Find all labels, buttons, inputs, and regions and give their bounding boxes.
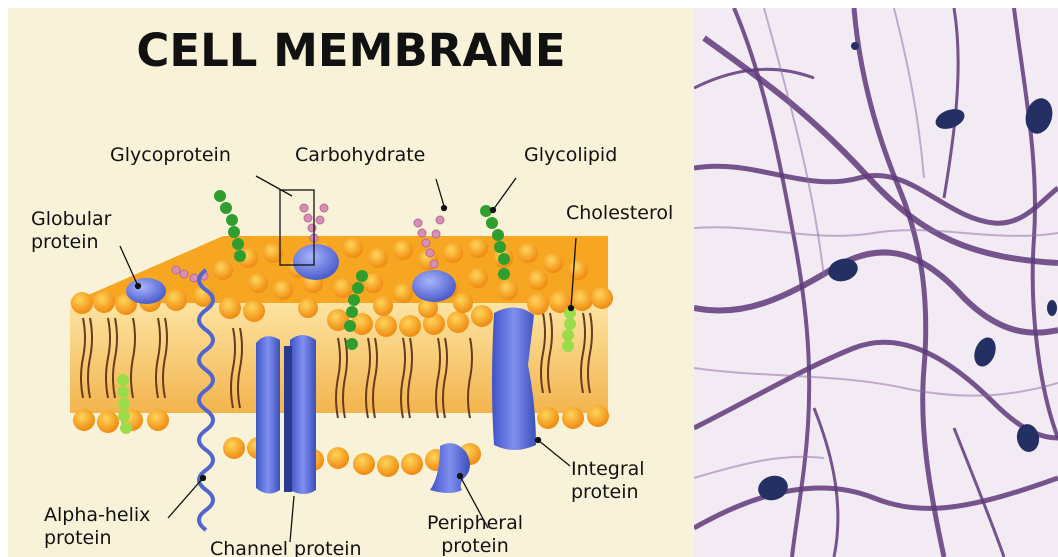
label-integral-line-2: protein bbox=[571, 481, 645, 504]
label-peripheral-line-1: Peripheral bbox=[420, 512, 530, 535]
label-integral-protein: Integral protein bbox=[571, 458, 645, 504]
diagram-panel: CELL MEMBRANE bbox=[8, 8, 694, 557]
micrograph-panel bbox=[694, 8, 1058, 557]
label-glycoprotein: Glycoprotein bbox=[110, 144, 231, 167]
label-globular-protein-line-1: Globular bbox=[31, 208, 111, 231]
label-alpha-helix-line-2: protein bbox=[44, 527, 150, 550]
glycoprotein-dome-2 bbox=[412, 270, 456, 302]
label-channel-protein: Channel protein bbox=[210, 538, 362, 557]
label-alpha-helix-protein: Alpha-helix protein bbox=[44, 504, 150, 550]
label-carbohydrate: Carbohydrate bbox=[295, 144, 425, 167]
label-alpha-helix-line-1: Alpha-helix bbox=[44, 504, 150, 527]
micrograph-image bbox=[694, 8, 1058, 557]
label-peripheral-protein: Peripheral protein bbox=[420, 512, 530, 557]
globular-protein-shape bbox=[126, 278, 166, 304]
label-cholesterol: Cholesterol bbox=[566, 202, 673, 225]
label-globular-protein-line-2: protein bbox=[31, 231, 111, 254]
label-glycolipid: Glycolipid bbox=[524, 144, 617, 167]
glycoprotein-dome bbox=[293, 244, 339, 280]
integral-protein-shape bbox=[492, 307, 536, 450]
label-globular-protein: Globular protein bbox=[31, 208, 111, 254]
label-peripheral-line-2: protein bbox=[420, 535, 530, 557]
label-integral-line-1: Integral bbox=[571, 458, 645, 481]
channel-protein-shape bbox=[256, 336, 280, 493]
